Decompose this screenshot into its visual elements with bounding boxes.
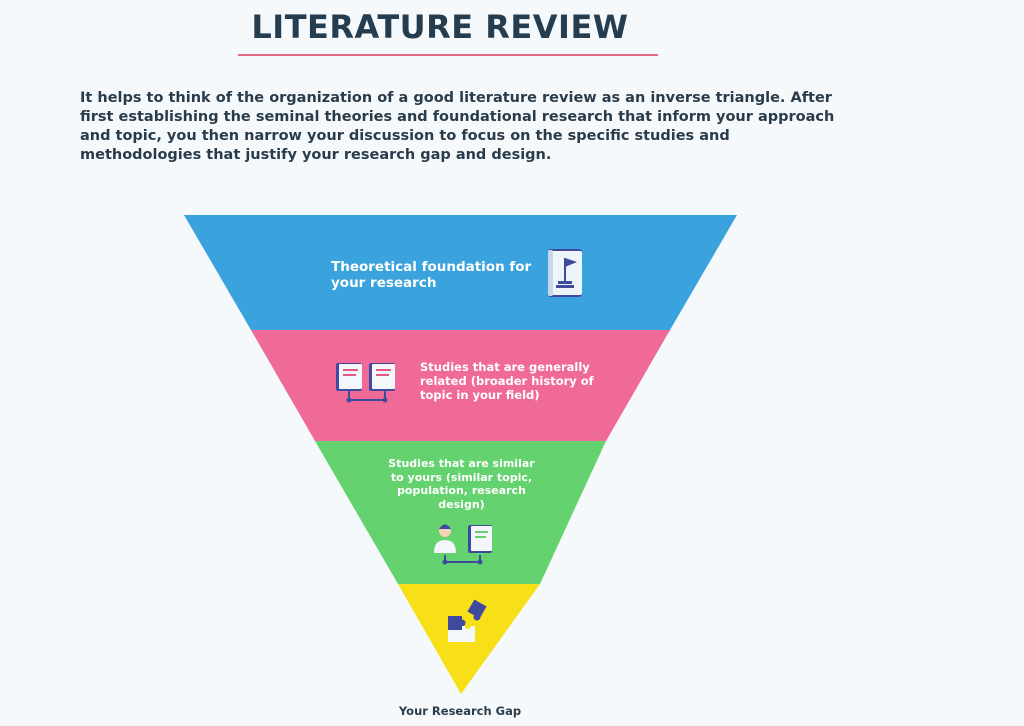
- layer-label-theoretical-foundation: Theoretical foundation for your research: [331, 259, 532, 291]
- book-flag-icon: [548, 249, 582, 297]
- person-book-icon: [434, 524, 492, 565]
- research-gap-label: Your Research Gap: [398, 704, 522, 718]
- page-title: LITERATURE REVIEW: [251, 8, 629, 46]
- layer-label-similar-studies: Studies that are similar to yours (simil…: [388, 457, 535, 511]
- layer-theoretical-foundation: [184, 215, 737, 330]
- layer-similar-studies: [315, 441, 606, 584]
- layer-label-generally-related: Studies that are generally related (broa…: [420, 360, 594, 402]
- layer-generally-related: [251, 330, 670, 441]
- intro-paragraph: It helps to think of the organization of…: [80, 90, 835, 163]
- linked-books-icon: [336, 363, 395, 403]
- title-underline: [238, 54, 658, 56]
- puzzle-icon: [448, 599, 487, 642]
